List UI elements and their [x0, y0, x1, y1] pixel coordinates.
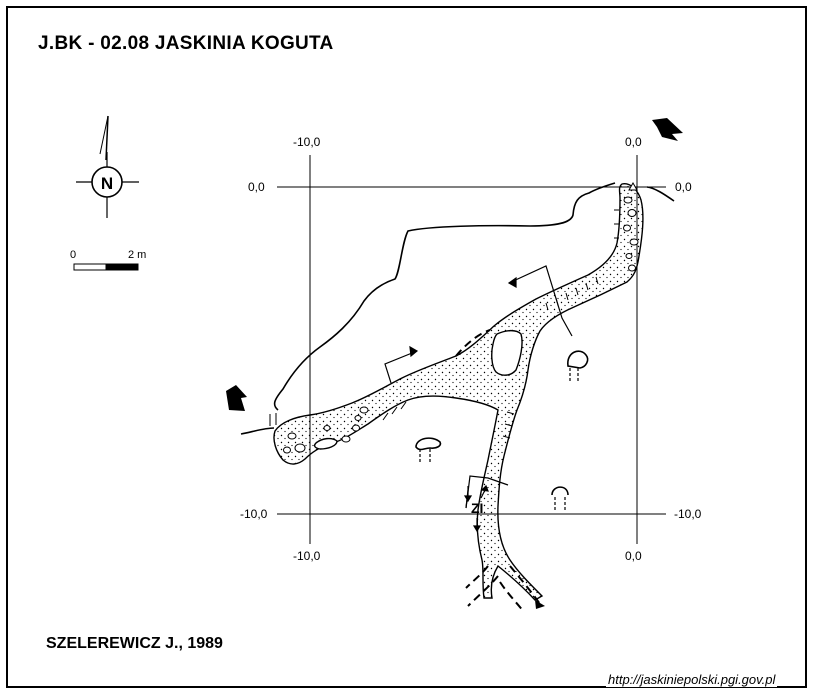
map-frame [6, 6, 807, 688]
main-passage-floor [273, 183, 644, 601]
rock-pillar-island [491, 329, 523, 376]
compass-label: N [101, 174, 113, 193]
grid-label-right-bottom-y: -10,0 [674, 507, 702, 521]
overhang-outline [273, 182, 616, 411]
small-rock-island [313, 437, 338, 450]
grid-label-right-top-y: 0,0 [675, 180, 692, 194]
source-url[interactable]: http://jaskiniepolski.pgi.gov.pl [606, 672, 778, 687]
grid-label-left-bottom-y: -10,0 [240, 507, 268, 521]
cross-section-ticks [419, 368, 579, 510]
entrance-arrow-lower-icon [226, 385, 247, 411]
rubble-boulders [283, 196, 639, 454]
entrance-arrow-upper-icon [652, 118, 683, 141]
cave-zone-label: ZI [471, 500, 483, 516]
grid-label-bottom-left-x: -10,0 [293, 549, 321, 563]
grid-label-bottom-right-x: 0,0 [625, 549, 642, 563]
zi-arrows [463, 484, 489, 533]
north-arrow-icon [76, 115, 139, 218]
cave-passage [273, 183, 644, 601]
grid-label-top-right-x: 0,0 [625, 135, 642, 149]
passage-exit-arrow-icon [535, 600, 545, 609]
scale-bar [73, 263, 139, 271]
entrance-marker-icon [628, 181, 638, 191]
ledge-hatching [269, 209, 619, 439]
map-author: SZELEREWICZ J., 1989 [46, 635, 223, 652]
scale-start-label: 0 [70, 249, 77, 261]
cross-section-profiles [415, 350, 589, 496]
map-title: J.BK - 02.08 JASKINIA KOGUTA [38, 33, 334, 54]
dashed-passage-edges [455, 329, 541, 613]
grid-label-left-top-y: 0,0 [248, 180, 265, 194]
scale-end-label: 2 m [128, 249, 147, 261]
grid-label-top-left-x: -10,0 [293, 135, 321, 149]
entrance-lines [240, 186, 675, 435]
